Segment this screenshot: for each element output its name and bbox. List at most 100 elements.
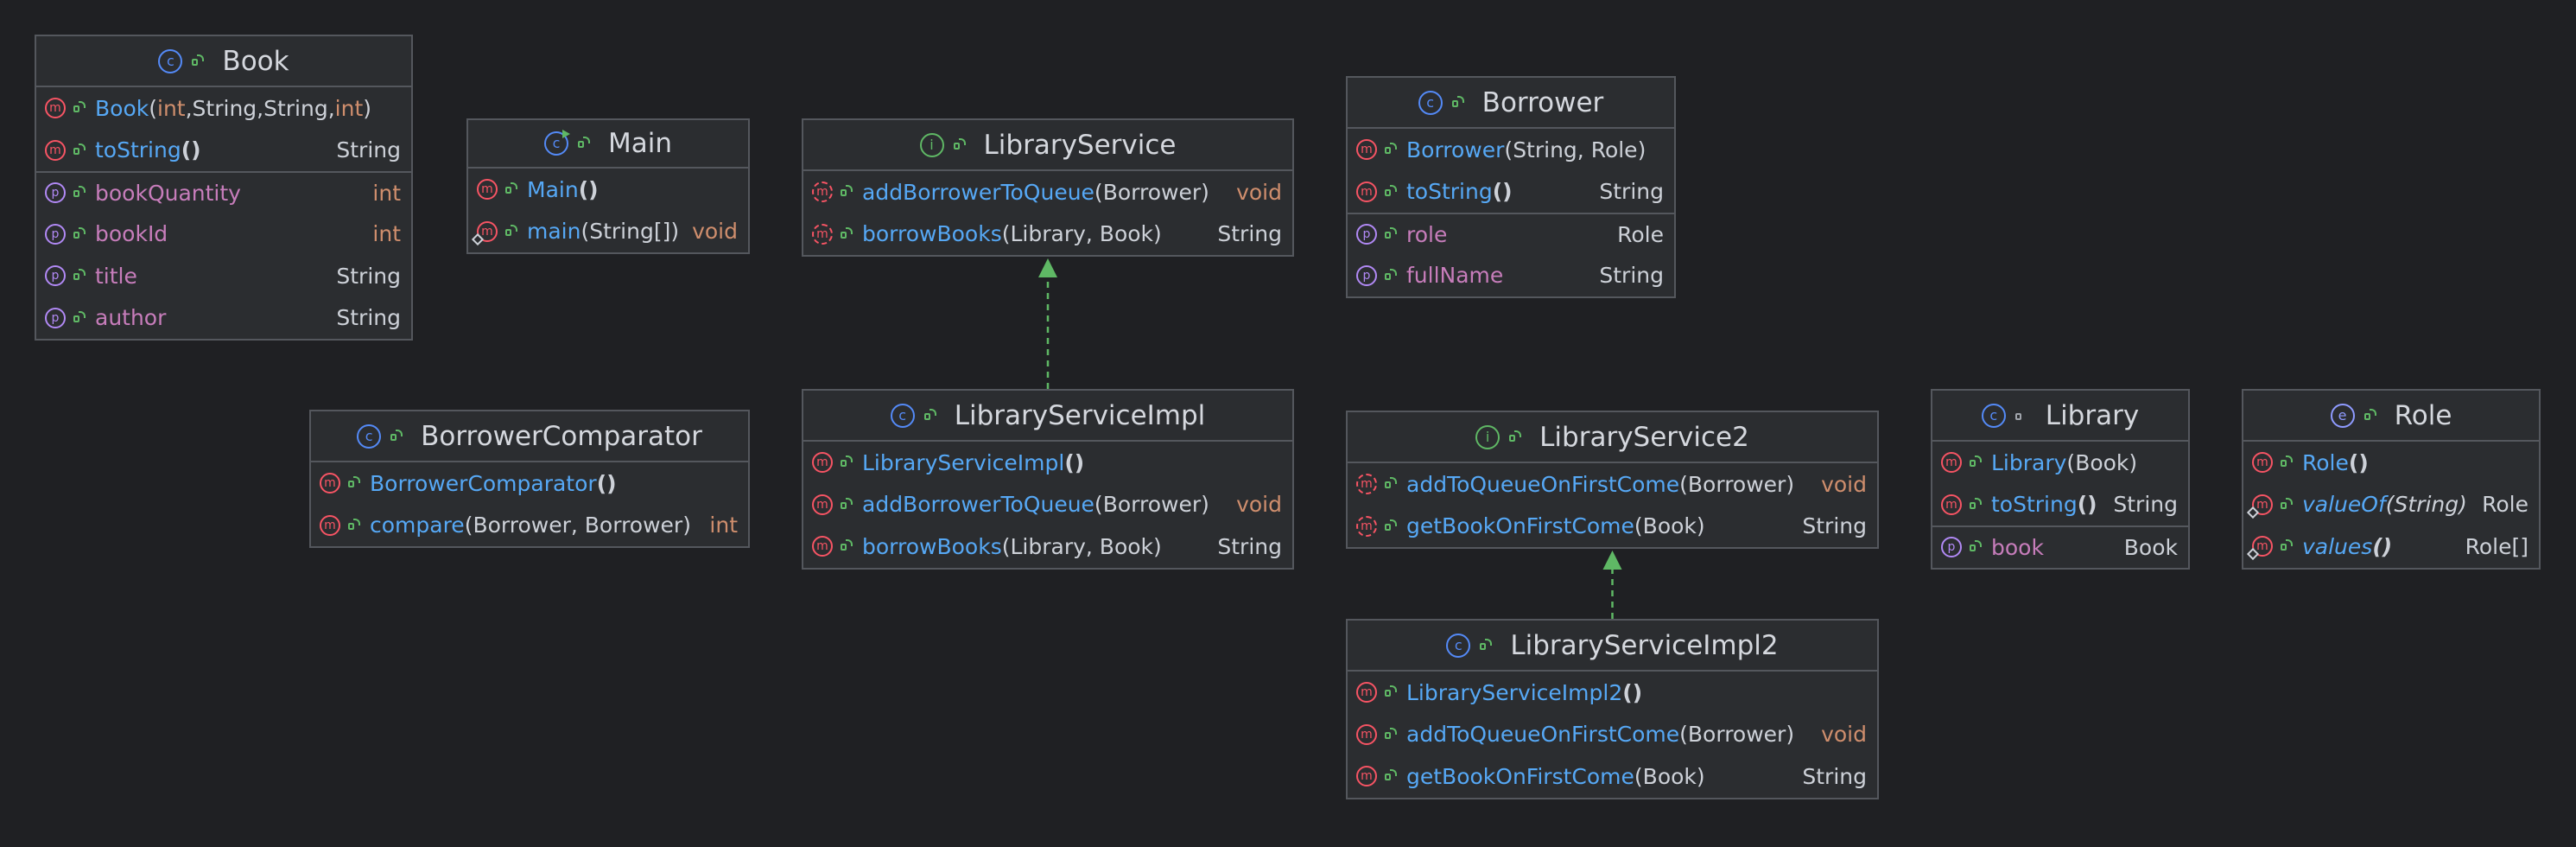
paren-open: (: [149, 95, 157, 121]
paren-close: ): [1696, 513, 1705, 539]
method-icon: m: [320, 473, 340, 494]
paren-close: ): [588, 176, 599, 202]
paren-open: (: [1064, 449, 1075, 475]
method-row[interactable]: m getBookOnFirstCome(Book) String: [1348, 506, 1877, 548]
static-marker-icon: [2246, 506, 2260, 519]
class-kind-icon: c: [158, 48, 183, 73]
method-icon: m: [1356, 515, 1377, 537]
paren-open: (: [1094, 179, 1103, 205]
class-kind-icon: c: [1418, 90, 1443, 115]
paren-close: ): [2382, 533, 2393, 559]
paren-close: ): [682, 513, 691, 538]
method-icon: m: [1941, 494, 1962, 515]
member-arg: int: [334, 95, 364, 121]
member-arg: Book: [1642, 513, 1697, 539]
member-name: values: [2302, 533, 2373, 559]
public-visibility-icon: [1384, 727, 1398, 742]
member-name: Library: [1991, 449, 2067, 475]
public-visibility-icon: [504, 224, 518, 239]
member-name: addToQueueOnFirstCome: [1406, 722, 1680, 748]
member-name: Book: [95, 95, 149, 121]
paren-open: (: [581, 219, 590, 245]
member-name: getBookOnFirstCome: [1406, 513, 1634, 539]
paren-open: (: [1634, 513, 1643, 539]
paren-open: (: [578, 176, 589, 202]
arrow-head: [1038, 258, 1057, 277]
paren-open: (: [181, 137, 192, 163]
member-signature: toString(): [95, 137, 324, 162]
member-name: Borrower: [1406, 137, 1505, 162]
method-icon: m: [1941, 452, 1962, 474]
member-signature: Role(): [2302, 450, 2528, 475]
paren-open: (: [596, 470, 607, 496]
public-visibility-icon: [953, 137, 967, 152]
member-name: main: [527, 219, 581, 245]
implements-arrow-libraryserviceimpl2: [1602, 551, 1622, 619]
member-signature: LibraryServiceImpl(): [862, 450, 1282, 475]
public-visibility-icon: [191, 54, 205, 68]
public-visibility-icon: [577, 137, 591, 150]
paren-close: ): [363, 95, 372, 121]
paren-open: (: [1679, 722, 1688, 748]
public-visibility-icon: [840, 455, 853, 469]
member-signature: addBorrowerToQueue(Borrower): [862, 180, 1224, 205]
member-signature: borrowBooks(Library, Book): [862, 221, 1205, 246]
member-type: String: [336, 137, 401, 163]
paren-close: ): [2358, 449, 2369, 475]
member-type: String: [1802, 513, 1867, 539]
member-signature: addToQueueOnFirstCome(Borrower): [1406, 722, 1809, 747]
paren-close: ): [606, 470, 617, 496]
public-visibility-icon: [347, 518, 361, 532]
